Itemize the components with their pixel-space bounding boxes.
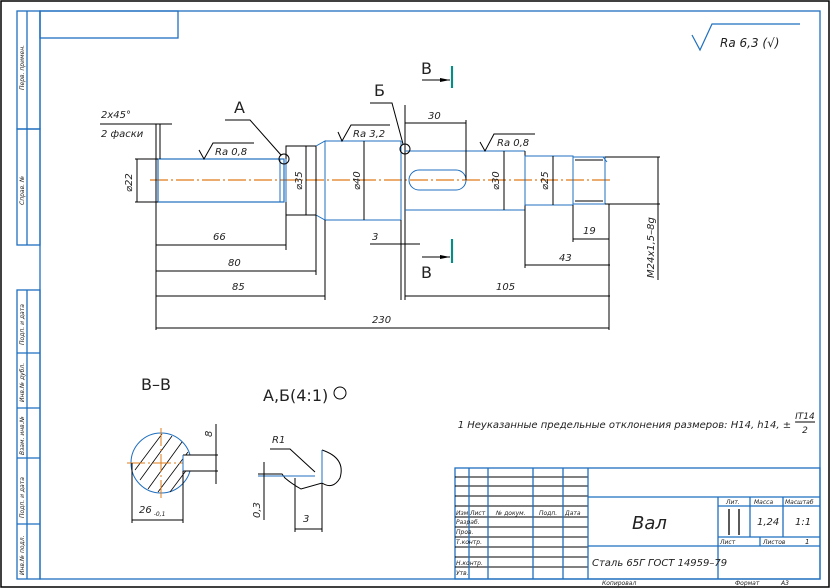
- section-width: 26: [139, 505, 152, 516]
- material: Сталь 65Г ГОСТ 14959–79: [592, 558, 727, 569]
- role-tcontrol: Т.контр.: [456, 539, 482, 546]
- label-b: Б: [374, 81, 385, 100]
- sheets-value: 1: [805, 538, 809, 546]
- section-width-tol: -0,1: [154, 511, 166, 518]
- section-marker-bottom: В: [421, 239, 454, 282]
- title-block: Изм Лист № докум. Подп. Дата Разраб. Про…: [454, 467, 821, 587]
- note-frac-bottom: 2: [802, 426, 808, 436]
- scale-value: 1:1: [795, 517, 811, 528]
- dim-66: 66: [213, 232, 226, 243]
- section-key-dim: 8: [204, 431, 215, 437]
- detail-title: А,Б(4:1): [263, 386, 328, 405]
- stamp-orig-inv: Инв.№ подл.: [19, 535, 26, 575]
- top-stamp: [39, 10, 179, 39]
- hdr-doc: № докум.: [495, 510, 526, 517]
- leader-b: [370, 102, 404, 145]
- roughness-1-text: Ra 0,8: [215, 147, 247, 158]
- roughness-2-text: Ra 3,2: [353, 129, 385, 140]
- diameter-dims: ⌀22 ⌀35 ⌀40 ⌀30 ⌀25 M24x1,5–8g: [124, 141, 660, 280]
- stamp-first-use: Перв. примен.: [19, 45, 26, 90]
- dim-19: 19: [583, 226, 596, 237]
- dim-d30: ⌀30: [491, 171, 502, 190]
- detail-circle-a: [278, 153, 290, 165]
- part-name: Вал: [632, 513, 667, 534]
- section-label-bottom: В: [421, 263, 432, 282]
- role-dev: Разраб.: [456, 519, 480, 526]
- detail-rotation-circle-icon: [333, 386, 347, 400]
- chamfer-top: 2x45°: [101, 110, 131, 121]
- general-roughness-text: Ra 6,3 (√): [720, 36, 779, 50]
- side-stamp: Перв. примен. Справ. № Подп. и дата Инв.…: [16, 10, 41, 580]
- detail-depth: 0,3: [252, 502, 263, 518]
- lit-label: Лит.: [725, 499, 740, 506]
- dim-30: 30: [428, 111, 441, 122]
- dim-d40: ⌀40: [352, 171, 363, 190]
- note-frac-top: IT14: [795, 412, 815, 422]
- hdr-list: Лист: [469, 510, 486, 517]
- detail-view: А,Б(4:1) 3 R1 0,3: [252, 386, 347, 532]
- dim-d22: ⌀22: [124, 173, 135, 192]
- stamp-ref-no: Справ. №: [19, 176, 26, 205]
- section-marker-top: В: [421, 59, 454, 88]
- dim-3: 3: [372, 232, 378, 243]
- dim-105: 105: [496, 282, 515, 293]
- mass-label: Масса: [754, 499, 773, 506]
- general-roughness: Ra 6,3 (√): [691, 23, 800, 52]
- dim-85: 85: [232, 282, 245, 293]
- sheet-label: Лист: [719, 539, 736, 546]
- stamp-sign-date-2: Подп. и дата: [19, 477, 26, 518]
- section-view: В–В 8 26 -0,1: [127, 375, 218, 523]
- role-approve: Утв.: [456, 570, 469, 577]
- length-dims: 66 80 85 3 105 43 19 230 30: [156, 105, 610, 330]
- mass-value: 1,24: [757, 517, 779, 528]
- dim-80: 80: [228, 258, 241, 269]
- inner-frame: [39, 10, 821, 580]
- dim-43: 43: [559, 253, 572, 264]
- note-text: 1 Неуказанные предельные отклонения разм…: [458, 420, 791, 431]
- detail-width: 3: [303, 514, 309, 525]
- sheets-label: Листов: [762, 539, 786, 546]
- hdr-sign: Подп.: [539, 510, 557, 517]
- dim-230: 230: [372, 315, 391, 326]
- roughness-3: Ra 0,8: [479, 133, 535, 153]
- label-a: А: [234, 98, 245, 117]
- stamp-dup-inv: Инв.№ дубл.: [19, 363, 26, 402]
- section-label-top: В: [421, 59, 432, 78]
- scale-label: Масштаб: [785, 499, 814, 506]
- detail-radius: R1: [272, 435, 285, 446]
- chamfer-bottom: 2 фаски: [101, 129, 144, 140]
- format-label: Формат: [735, 580, 760, 587]
- roughness-2: Ra 3,2: [337, 124, 390, 143]
- role-ncontrol: Н.контр.: [456, 560, 483, 567]
- role-check: Пров.: [456, 529, 474, 536]
- format-value: A3: [780, 580, 789, 587]
- roughness-1: Ra 0,8: [198, 142, 254, 161]
- stamp-replace-inv: Взам. инв.№: [19, 416, 26, 455]
- leader-a: [225, 119, 282, 156]
- copied-label: Копировал: [602, 580, 636, 587]
- stamp-sign-date-1: Подп. и дата: [19, 304, 26, 345]
- shaft: [157, 140, 608, 221]
- dim-thread: M24x1,5–8g: [646, 217, 657, 278]
- hdr-date: Дата: [564, 510, 581, 517]
- dim-d25: ⌀25: [540, 171, 551, 190]
- section-title: В–В: [141, 375, 171, 394]
- hdr-izm: Изм: [456, 510, 469, 517]
- detail-circle-b: [399, 143, 411, 155]
- technical-note: 1 Неуказанные предельные отклонения разм…: [458, 412, 815, 436]
- roughness-3-text: Ra 0,8: [497, 138, 529, 149]
- dim-d35: ⌀35: [294, 171, 305, 190]
